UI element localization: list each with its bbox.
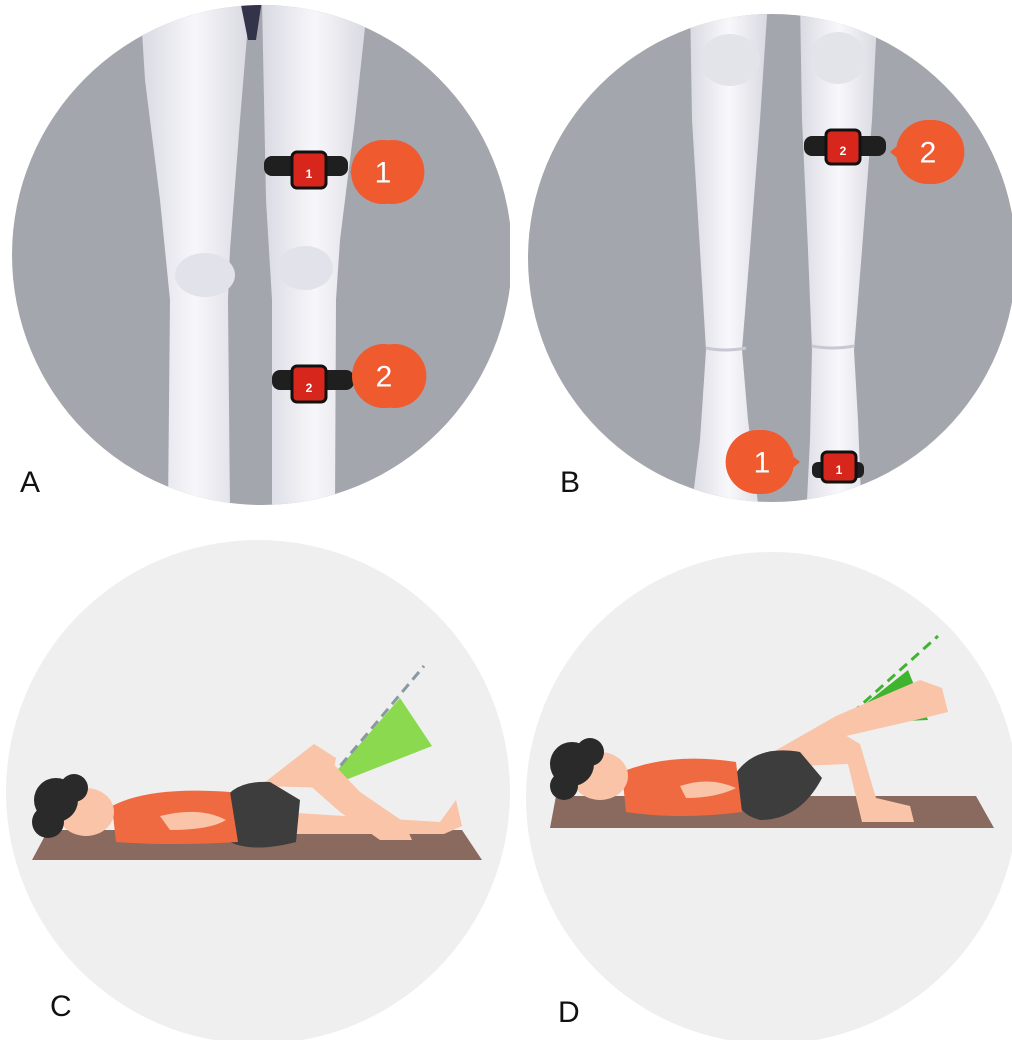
svg-text:2: 2 <box>920 137 937 170</box>
panel-a-badge-2: 2 <box>352 344 426 408</box>
panel-d-label: D <box>558 996 580 1030</box>
panel-d-illustration <box>510 530 1012 1040</box>
svg-text:2: 2 <box>376 361 393 394</box>
svg-text:2: 2 <box>840 144 847 158</box>
panel-a-label: A <box>20 466 40 500</box>
panel-c-illustration <box>0 530 510 1040</box>
panel-b-label: B <box>560 466 580 500</box>
svg-text:1: 1 <box>306 167 313 181</box>
panel-a: 1 1 2 2 <box>0 0 510 510</box>
panel-a-background-circle <box>12 5 510 505</box>
svg-text:1: 1 <box>836 463 843 477</box>
svg-text:2: 2 <box>306 381 313 395</box>
panel-b-illustration: 2 2 1 1 <box>510 0 1012 520</box>
panel-c <box>0 530 510 1040</box>
panel-d <box>510 530 1012 1040</box>
panel-b-background-circle <box>528 14 1012 502</box>
panel-a-badge-1: 1 <box>350 140 424 204</box>
panel-b: 2 2 1 1 <box>510 0 1012 520</box>
svg-text:1: 1 <box>375 157 392 190</box>
panel-a-illustration: 1 1 2 2 <box>0 0 510 510</box>
svg-text:1: 1 <box>754 447 771 480</box>
panel-c-label: C <box>50 990 72 1024</box>
